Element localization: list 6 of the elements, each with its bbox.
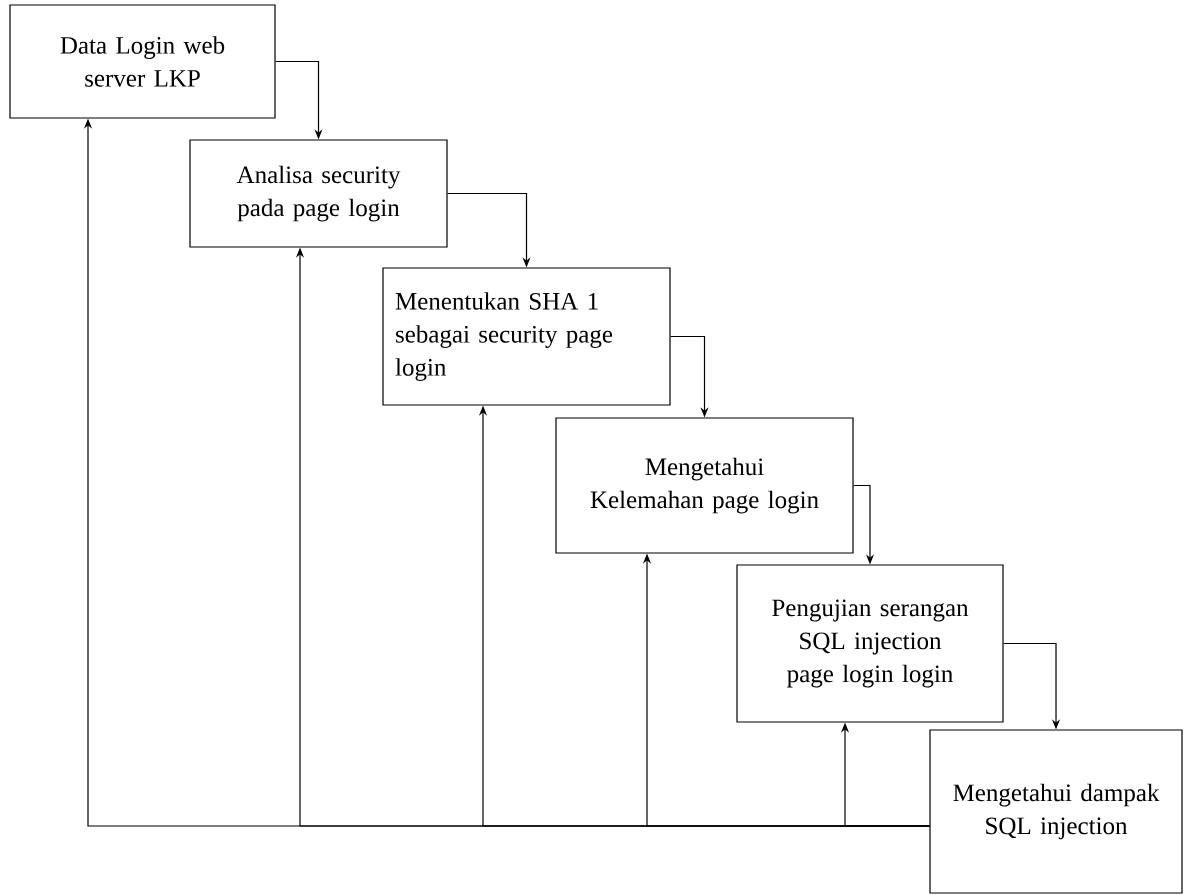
process-box: Menentukan SHA 1 sebagai security page login <box>382 267 671 406</box>
process-box: Mengetahui Kelemahan page login <box>555 417 854 554</box>
process-box: Data Login web server LKP <box>9 4 276 119</box>
process-box: Pengujian serangan SQL injection page login login <box>736 564 1004 723</box>
process-box: Analisa security pada page login <box>189 139 448 248</box>
process-box: Mengetahui dampak SQL injection <box>929 729 1183 894</box>
